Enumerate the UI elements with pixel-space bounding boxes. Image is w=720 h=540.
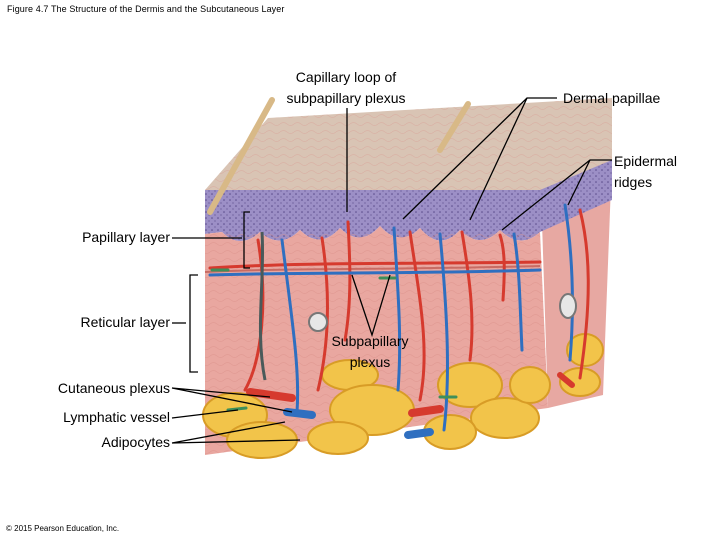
sensory-receptor-right [560, 294, 576, 318]
label-epidermal-ridges-line1: Epidermal [614, 151, 677, 172]
label-capillary-loop-line2: subpapillary plexus [262, 88, 430, 109]
label-adipocytes: Adipocytes [10, 432, 170, 453]
label-cutaneous-plexus: Cutaneous plexus [10, 378, 170, 399]
epidermis [205, 98, 612, 241]
label-lymphatic-vessel: Lymphatic vessel [10, 407, 170, 428]
bracket-reticular-layer [190, 275, 198, 372]
label-capillary-loop-line1: Capillary loop of [262, 67, 430, 88]
label-dermal-papillae: Dermal papillae [563, 88, 660, 109]
label-epidermal-ridges-line2: ridges [614, 172, 677, 193]
label-epidermal-ridges: Epidermal ridges [614, 151, 677, 193]
label-subpapillary-line1: Subpapillary [314, 331, 426, 352]
label-capillary-loop: Capillary loop of subpapillary plexus [262, 67, 430, 109]
label-subpapillary-plexus: Subpapillary plexus [314, 331, 426, 373]
sensory-receptor [309, 313, 327, 331]
label-reticular-layer: Reticular layer [20, 312, 170, 333]
label-papillary-layer: Papillary layer [20, 227, 170, 248]
copyright-notice: © 2015 Pearson Education, Inc. [6, 524, 119, 533]
label-subpapillary-line2: plexus [314, 352, 426, 373]
